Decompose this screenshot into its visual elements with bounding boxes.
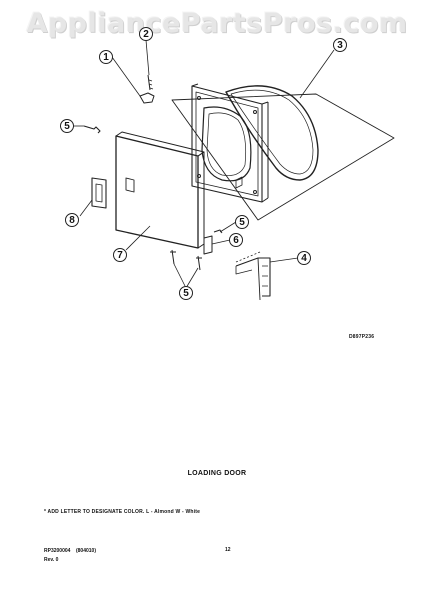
footer-revision: Rev. 0 (44, 557, 59, 563)
screw-top-part (83, 125, 101, 134)
callout-label: 5 (64, 121, 70, 132)
footer-code: (804010) (75, 548, 96, 554)
callout-2 (139, 27, 153, 41)
footer-part-info: RP3200004 (804010) Rev. 0 (44, 547, 96, 565)
cabinet-panel-outline (171, 93, 395, 221)
callout-label: 2 (143, 29, 149, 40)
callout-4 (297, 251, 311, 265)
watermark-logo: AppliancePartsPros.com (26, 8, 408, 39)
drawing-code: D897P236 (349, 334, 375, 340)
door-handle-part (91, 177, 107, 209)
callout-5-top (60, 119, 74, 133)
section-title: LOADING DOOR (187, 470, 247, 477)
callout-1 (99, 50, 113, 64)
callout-5-right (235, 215, 249, 229)
callout-bubbles (60, 27, 347, 300)
screw-bottom-parts (170, 229, 223, 271)
callout-label: 5 (183, 288, 189, 299)
page-number: 12 (225, 547, 231, 553)
callout-3 (333, 38, 347, 52)
hinge-bracket-part (235, 257, 271, 301)
hinge-pin-part (139, 74, 155, 104)
door-seal-part (225, 85, 319, 181)
callout-label: 6 (233, 235, 239, 246)
callout-label: 4 (301, 253, 307, 264)
callout-label: 8 (69, 215, 75, 226)
loading-door-part (115, 131, 205, 249)
callout-6 (229, 233, 243, 247)
footer-part-number: RP3200004 (44, 548, 71, 554)
callout-label: 1 (103, 52, 109, 63)
callout-8 (65, 213, 79, 227)
callout-5-bottom (179, 286, 193, 300)
callout-7 (113, 248, 127, 262)
callout-label: 7 (117, 250, 123, 261)
callout-label: 5 (239, 217, 245, 228)
door-frame-part (191, 83, 269, 203)
leader-lines (73, 39, 335, 289)
callout-label: 3 (337, 40, 343, 51)
color-note: * ADD LETTER TO DESIGNATE COLOR. L - Alm… (44, 509, 201, 515)
door-hinge-part (203, 235, 213, 255)
